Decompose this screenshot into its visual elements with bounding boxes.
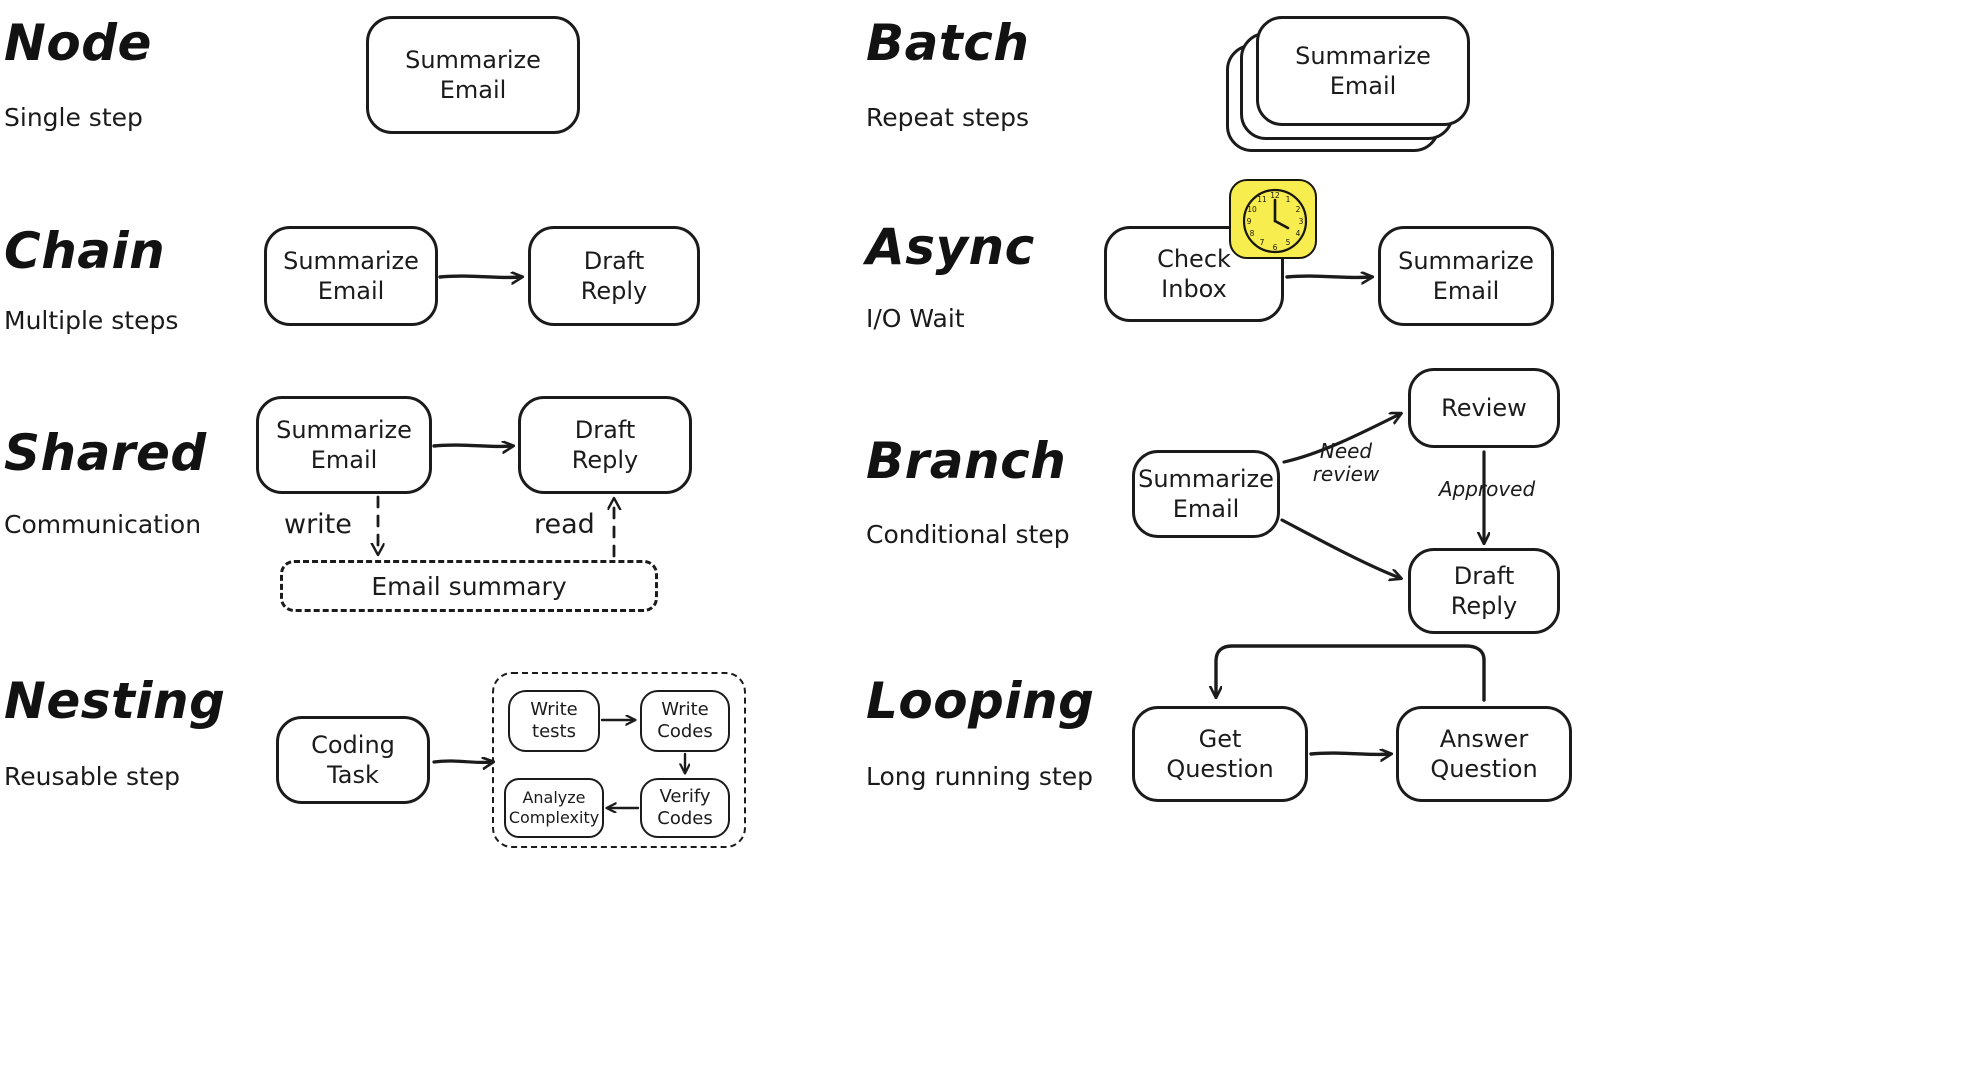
async-node-summarize-email[interactable]: Summarize Email <box>1378 226 1554 326</box>
pattern-subtitle-batch: Repeat steps <box>866 103 1030 132</box>
store-label: Email summary <box>371 571 567 601</box>
svg-text:7: 7 <box>1260 238 1265 247</box>
node-label: Write Codes <box>657 698 713 743</box>
node-label: Draft Reply <box>1450 562 1518 620</box>
async-node-check-inbox[interactable]: Check Inbox <box>1104 226 1284 322</box>
pattern-subtitle-async: I/O Wait <box>866 304 965 333</box>
svg-text:11: 11 <box>1257 195 1267 204</box>
node-label: Write tests <box>530 698 578 743</box>
nesting-node-write-codes[interactable]: Write Codes <box>640 690 730 752</box>
edge-label-approved: Approved <box>1438 477 1536 501</box>
node-label: Summarize Email <box>1295 42 1431 100</box>
pattern-subtitle-looping: Long running step <box>866 762 1093 791</box>
svg-text:2: 2 <box>1296 205 1301 214</box>
edge-label-write: write <box>284 509 352 540</box>
node-label: Check Inbox <box>1157 245 1231 303</box>
nesting-node-analyze-complexity[interactable]: Analyze Complexity <box>504 778 604 838</box>
shared-store-email-summary[interactable]: Email summary <box>280 560 658 612</box>
node-label: Coding Task <box>311 731 395 789</box>
looping-node-answer-question[interactable]: Answer Question <box>1396 706 1572 802</box>
node-label: Summarize Email <box>276 416 412 474</box>
svg-text:1: 1 <box>1286 195 1291 204</box>
svg-text:6: 6 <box>1273 243 1278 252</box>
pattern-title-chain: Chain <box>4 222 166 280</box>
svg-text:3: 3 <box>1299 217 1304 226</box>
chain-node-draft-reply[interactable]: Draft Reply <box>528 226 700 326</box>
node-label: Get Question <box>1166 725 1274 783</box>
pattern-title-async: Async <box>866 218 1035 276</box>
branch-node-summarize-email[interactable]: Summarize Email <box>1132 450 1280 538</box>
pattern-title-shared: Shared <box>4 424 207 482</box>
svg-text:10: 10 <box>1247 205 1257 214</box>
arrow-looping-forward <box>1309 753 1390 754</box>
arrow-branch-direct <box>1280 518 1400 578</box>
batch-card-front[interactable]: Summarize Email <box>1256 16 1470 126</box>
node-label: Analyze Complexity <box>508 788 600 827</box>
svg-text:9: 9 <box>1247 217 1252 226</box>
arrow-async <box>1285 276 1371 277</box>
arrow-looping-back <box>1216 644 1486 702</box>
shared-node-draft-reply[interactable]: Draft Reply <box>518 396 692 494</box>
arrow-shared-main <box>432 445 512 446</box>
node-label: Draft Reply <box>580 247 648 305</box>
nesting-node-write-tests[interactable]: Write tests <box>508 690 600 752</box>
node-label: Draft Reply <box>571 416 639 474</box>
looping-node-get-question[interactable]: Get Question <box>1132 706 1308 802</box>
pattern-title-looping: Looping <box>866 672 1095 730</box>
pattern-subtitle-nesting: Reusable step <box>4 762 181 791</box>
svg-text:12: 12 <box>1270 191 1280 200</box>
branch-node-draft-reply[interactable]: Draft Reply <box>1408 548 1560 634</box>
clock-icon: 12 1 2 3 4 5 6 7 8 9 10 11 <box>1229 179 1317 259</box>
svg-text:5: 5 <box>1286 238 1291 247</box>
svg-text:4: 4 <box>1296 229 1301 238</box>
pattern-title-node: Node <box>4 14 152 72</box>
pattern-title-branch: Branch <box>866 432 1067 490</box>
svg-text:8: 8 <box>1250 229 1255 238</box>
node-label: Review <box>1441 394 1527 422</box>
node-summarize-email[interactable]: Summarize Email <box>366 16 580 134</box>
pattern-subtitle-shared: Communication <box>4 510 202 539</box>
nesting-node-verify-codes[interactable]: Verify Codes <box>640 778 730 838</box>
branch-node-review[interactable]: Review <box>1408 368 1560 448</box>
node-label: Answer Question <box>1430 725 1538 783</box>
node-label: Summarize Email <box>1138 465 1274 523</box>
edge-label-read: read <box>534 509 595 540</box>
edge-label-need-review: Need review <box>1312 439 1380 486</box>
arrow-chain <box>438 276 521 277</box>
pattern-title-nesting: Nesting <box>4 672 226 730</box>
pattern-subtitle-chain: Multiple steps <box>4 306 179 335</box>
node-label: Summarize Email <box>405 46 541 104</box>
shared-node-summarize-email[interactable]: Summarize Email <box>256 396 432 494</box>
nesting-node-coding-task[interactable]: Coding Task <box>276 716 430 804</box>
node-label: Summarize Email <box>1398 247 1534 305</box>
node-label: Verify Codes <box>657 785 713 830</box>
arrow-nesting-enter <box>432 761 492 762</box>
chain-node-summarize-email[interactable]: Summarize Email <box>264 226 438 326</box>
pattern-title-batch: Batch <box>866 14 1030 72</box>
pattern-subtitle-node: Single step <box>4 103 143 132</box>
pattern-subtitle-branch: Conditional step <box>866 520 1070 549</box>
node-label: Summarize Email <box>283 247 419 305</box>
